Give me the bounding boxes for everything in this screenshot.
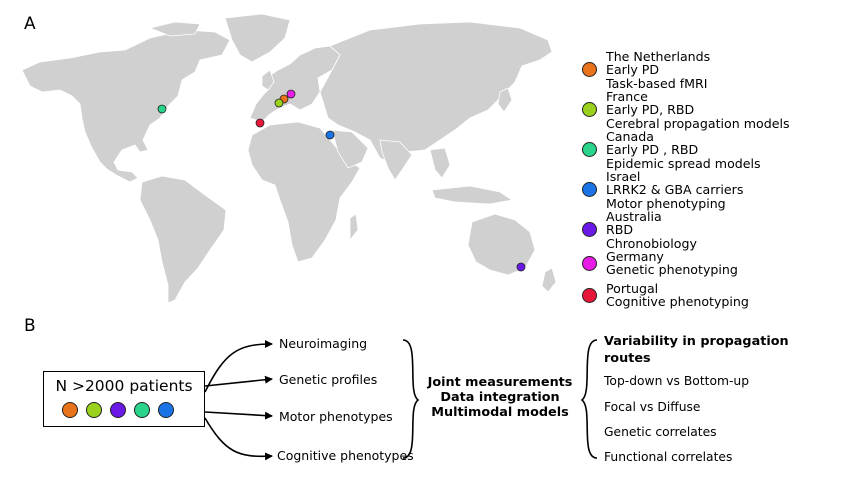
outcomes-heading: Variability in propagation routes [604,334,789,366]
madagascar [349,213,359,242]
legend-focus: Cerebral propagation models [606,115,790,131]
legend-dot [582,62,597,77]
outcome-focal-diffuse: Focal vs Diffuse [604,400,701,414]
arabian-peninsula [331,129,369,169]
legend-country: France [606,89,648,104]
legend-dot [582,222,597,237]
legend-focus: Chronobiology [606,235,697,251]
legend-dot [582,102,597,117]
arrow-to-cognitive-phenotypes [204,417,273,461]
arrow-to-motor-phenotypes [204,411,273,420]
outcome-functional-correlates: Functional correlates [604,450,733,464]
patients-dot [110,402,126,418]
legend-country: Portugal [606,281,659,296]
legend-dot [582,182,597,197]
marker-australia [516,262,526,272]
patients-site-dots [62,402,174,418]
legend-item-portugal: Portugal Cognitive phenotyping [582,282,837,314]
measurement-cognitive-phenotypes: Cognitive phenotypes [277,448,414,463]
measurement-genetic-profiles: Genetic profiles [279,372,378,387]
left-brace [402,339,420,459]
site-legend: The Netherlands Early PD Task-based fMRI… [582,50,837,314]
arrow-to-neuroimaging [204,340,273,393]
greenland-landmass [224,13,291,63]
indonesia [431,185,514,205]
marker-france [274,98,284,108]
outcome-genetic-correlates: Genetic correlates [604,425,717,439]
patients-count-label: N >2000 patients [55,377,193,395]
patients-box: N >2000 patients [43,371,205,427]
arctic-islands [148,21,201,37]
legend-country: The Netherlands [606,49,711,64]
legend-item-netherlands: The Netherlands Early PD Task-based fMRI [582,50,837,90]
legend-focus: Task-based fMRI [606,75,708,91]
legend-item-france: France Early PD, RBD Cerebral propagatio… [582,90,837,130]
legend-item-australia: Australia RBD Chronobiology [582,210,837,250]
legend-country: Israel [606,169,641,184]
measurement-motor-phenotypes: Motor phenotypes [279,409,393,424]
patients-dot [86,402,102,418]
legend-country: Germany [606,249,664,264]
arrow-to-genetic-profiles [204,375,273,387]
marker-israel [325,130,335,140]
integration-line-data: Data integration [440,389,560,405]
marker-germany [286,89,296,99]
new-zealand [541,267,557,293]
india-landmass [379,139,413,181]
legend-dot [582,142,597,157]
marker-portugal [255,118,265,128]
legend-focus: Genetic phenotyping [606,262,738,278]
legend-cohort: Early PD [606,62,660,78]
legend-focus: Motor phenotyping [606,195,726,211]
integration-line-joint: Joint measurements [427,375,573,390]
legend-focus: Epidemic spread models [606,155,761,171]
legend-cohort: RBD [606,222,634,238]
japan [497,87,513,113]
legend-focus: Cognitive phenotyping [606,294,749,310]
patients-dot [134,402,150,418]
measurement-neuroimaging: Neuroimaging [279,336,368,351]
legend-country: Canada [606,129,654,144]
legend-cohort: LRRK2 & GBA carriers [606,182,744,198]
patients-dot [62,402,78,418]
legend-item-canada: Canada Early PD , RBD Epidemic spread mo… [582,130,837,170]
legend-item-israel: Israel LRRK2 & GBA carriers Motor phenot… [582,170,837,210]
southeast-asia [429,147,451,179]
british-isles [261,69,275,91]
legend-dot [582,288,597,303]
legend-cohort: Early PD , RBD [606,142,699,158]
outcome-top-down: Top-down vs Bottom-up [604,374,750,388]
marker-canada [157,104,167,114]
integration-block: Joint measurements Data integration Mult… [420,375,580,420]
panel-b-label: B [24,316,36,336]
legend-dot [582,256,597,271]
legend-country: Australia [606,209,662,224]
legend-cohort: Early PD, RBD [606,102,695,118]
integration-line-models: Multimodal models [431,404,569,420]
patients-dot [158,402,174,418]
legend-item-germany: Germany Genetic phenotyping [582,250,837,282]
panel-a-label: A [24,14,36,34]
asia-landmass [319,21,553,166]
africa-landmass [247,121,361,263]
right-brace [580,339,598,459]
south-america-landmass [139,175,227,304]
